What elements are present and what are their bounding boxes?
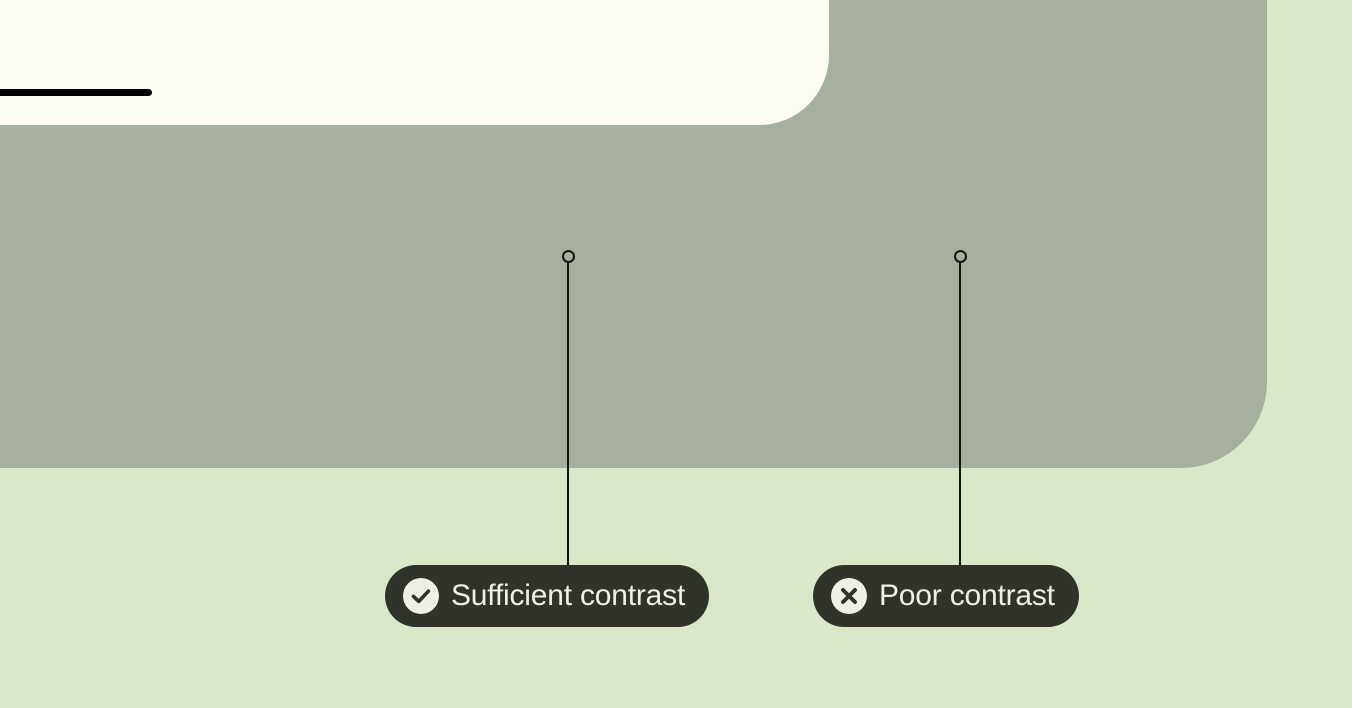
x-circle-icon <box>831 578 867 614</box>
status-badge-label: Sufficient contrast <box>451 579 686 612</box>
callout-leader-line <box>567 262 569 566</box>
device-frame: a request. Accept Ignore <box>0 0 1267 468</box>
device-screen: a request. Accept Ignore <box>0 0 829 125</box>
check-circle-icon <box>403 578 439 614</box>
status-badge-label: Poor contrast <box>879 579 1055 612</box>
callout-leader-line <box>959 262 961 566</box>
status-badge-poor: Poor contrast <box>813 565 1079 627</box>
status-badge-sufficient: Sufficient contrast <box>385 565 710 627</box>
home-indicator <box>0 89 152 96</box>
